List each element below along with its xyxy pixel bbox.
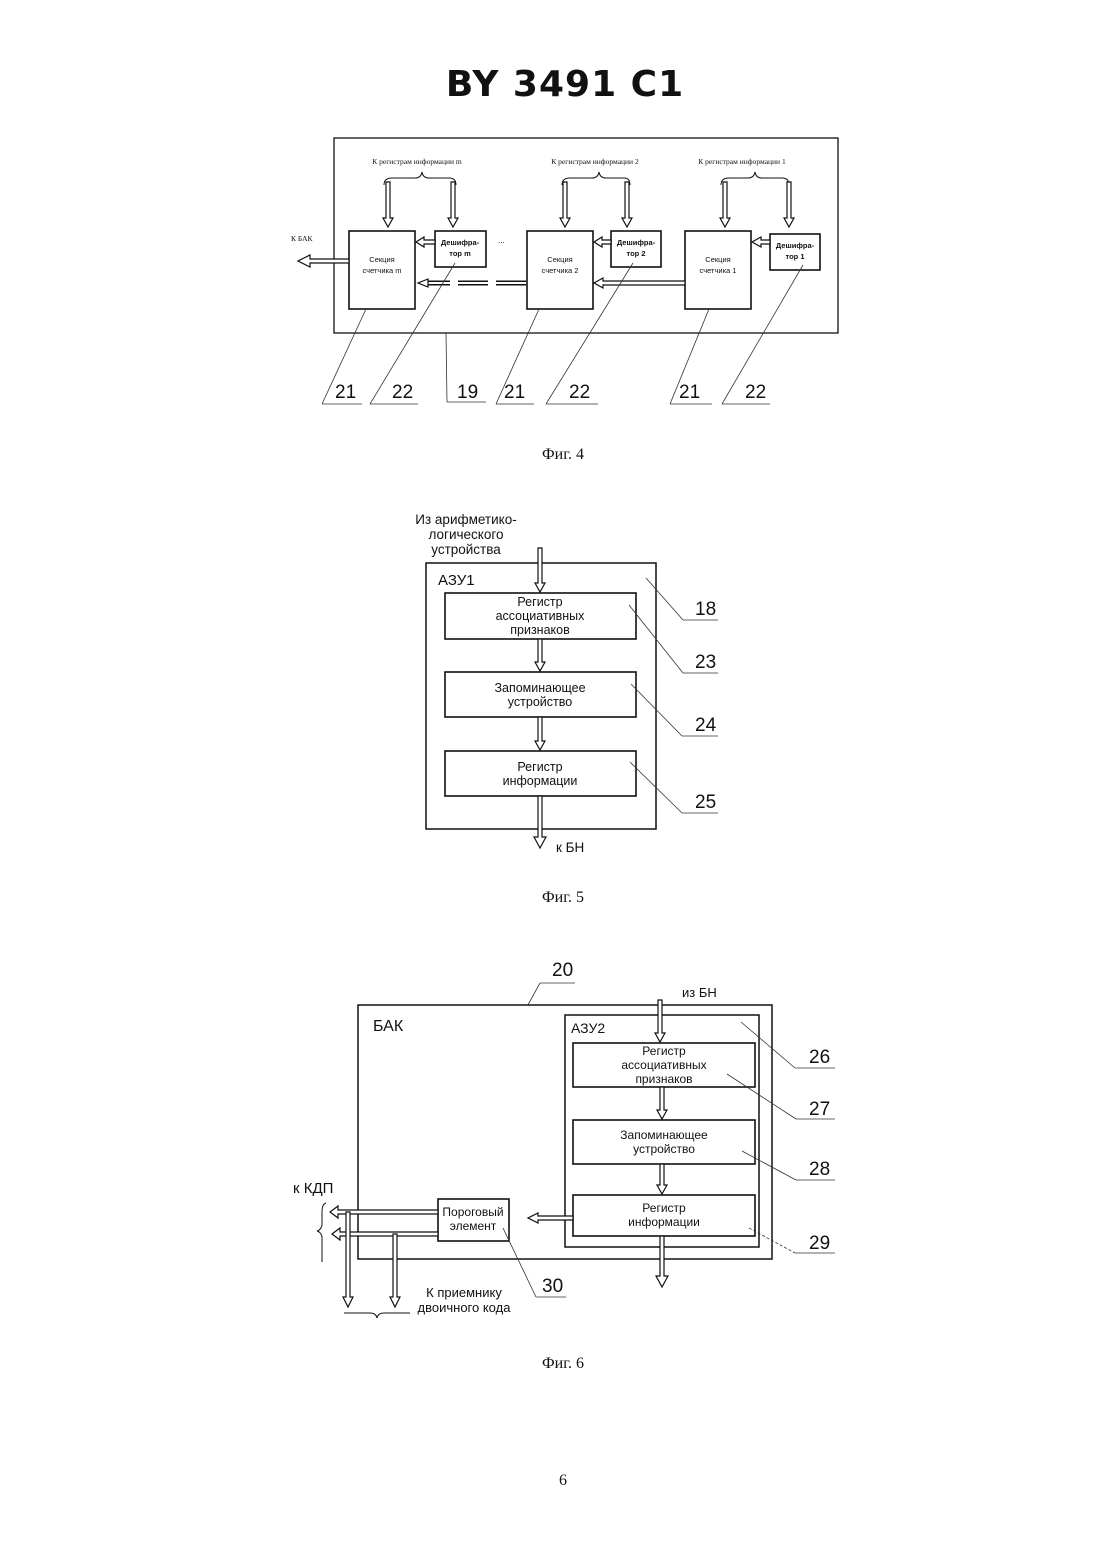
decoder-m-line1: Дешифра- [441, 238, 480, 247]
counter-section-1-line1: Секция [705, 255, 730, 264]
threshold-line1: Пороговый [442, 1205, 503, 1219]
figure-6: 20 БАК АЗУ2 из БН Регистр ассоциативных … [293, 960, 835, 1318]
ref-number: 21 [504, 382, 525, 403]
bracket-kdp [317, 1203, 326, 1262]
page-number: 6 [0, 1472, 1100, 1490]
to-receiver-line1: К приемнику [426, 1285, 502, 1300]
memory-line2: устройство [508, 695, 572, 709]
ref-number: 20 [552, 960, 573, 981]
ref-number: 30 [542, 1276, 563, 1297]
info-register-line2: информации [503, 774, 578, 788]
assoc-register-line2: ассоциативных [621, 1058, 706, 1072]
ellipsis-dots: ... [498, 236, 505, 245]
to-receiver-line2: двоичного кода [418, 1300, 512, 1315]
memory-line2: устройство [633, 1142, 695, 1156]
azu1-label: АЗУ1 [438, 572, 475, 589]
ref-number: 22 [745, 382, 766, 403]
output-label: к БН [556, 840, 584, 855]
counter-section-2-line2: счетчика 2 [542, 266, 579, 275]
counter-section-m-line1: Секция [369, 255, 394, 264]
bracket-receiver [344, 1313, 410, 1318]
label-to-registers-m: К регистрам информации m [372, 157, 462, 166]
ref-number: 22 [392, 382, 413, 403]
figure-6-caption: Фиг. 6 [0, 1355, 1100, 1373]
ref-number: 27 [809, 1099, 830, 1120]
decoder-1-line1: Дешифра- [776, 241, 815, 250]
ref-number: 29 [809, 1233, 830, 1254]
input-label: из БН [682, 985, 717, 1000]
counter-section-1-line2: счетчика 1 [700, 266, 737, 275]
input-label-line2: логического [429, 527, 504, 542]
figure-5: Из арифметико- логического устройства АЗ… [415, 512, 718, 855]
assoc-register-line1: Регистр [642, 1044, 686, 1058]
ref-number: 19 [457, 382, 478, 403]
azu2-label: АЗУ2 [571, 1020, 605, 1036]
ref-number: 24 [695, 715, 717, 736]
ref-number: 21 [679, 382, 700, 403]
figure-4: К регистрам информации m К регистрам инф… [291, 138, 838, 404]
leader-line [446, 333, 447, 402]
input-label-line3: устройства [431, 542, 501, 557]
memory-line1: Запоминающее [494, 681, 585, 695]
label-to-registers-2: К регистрам информации 2 [551, 157, 639, 166]
figure-4-caption: Фиг. 4 [0, 446, 1100, 464]
assoc-register-line3: признаков [510, 623, 570, 637]
input-label-line1: Из арифметико- [415, 512, 516, 527]
decoder-1-line2: тор 1 [786, 252, 805, 261]
to-kdp-label: к КДП [293, 1180, 333, 1197]
counter-section-2-line1: Секция [547, 255, 572, 264]
figure-5-caption: Фиг. 5 [0, 889, 1100, 907]
decoder-m-line2: тор m [449, 249, 471, 258]
decoder-2-line2: тор 2 [627, 249, 646, 258]
ref-number: 21 [335, 382, 356, 403]
decoder-2-line1: Дешифра- [617, 238, 656, 247]
label-to-registers-1: К регистрам информации 1 [698, 157, 786, 166]
info-register-line1: Регистр [642, 1201, 686, 1215]
ref-number: 28 [809, 1159, 830, 1180]
assoc-register-line3: признаков [635, 1072, 692, 1086]
arrow-down-receiver [343, 1212, 353, 1307]
threshold-line2: элемент [450, 1219, 497, 1233]
assoc-register-line2: ассоциативных [496, 609, 586, 623]
counter-section-m-line2: счетчика m [363, 266, 402, 275]
info-register-line2: информации [628, 1215, 700, 1229]
assoc-register-line1: Регистр [517, 595, 562, 609]
label-to-bak: К БАК [291, 234, 314, 243]
ref-number: 22 [569, 382, 590, 403]
ref-number: 26 [809, 1047, 830, 1068]
ref-number: 25 [695, 792, 716, 813]
ref-number: 18 [695, 599, 716, 620]
memory-line1: Запоминающее [620, 1128, 708, 1142]
bak-label: БАК [373, 1018, 404, 1035]
ref-number: 23 [695, 652, 716, 673]
info-register-line1: Регистр [517, 760, 562, 774]
